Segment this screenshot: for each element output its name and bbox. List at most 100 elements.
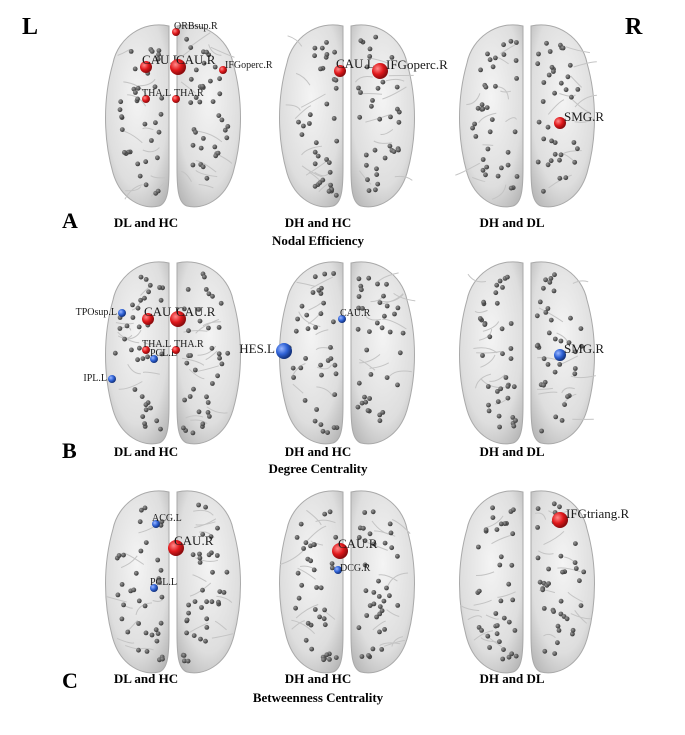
brain-node: [318, 362, 323, 368]
brain-node: [556, 628, 562, 633]
sulcus-line: [287, 35, 303, 47]
brain-node: [158, 297, 164, 303]
brain-node: [128, 49, 134, 54]
sulcus-line: [369, 362, 390, 369]
brain-node: [143, 159, 149, 165]
brain-node: [374, 320, 380, 326]
brain-node: [138, 548, 144, 554]
brain-node: [388, 114, 393, 120]
right-hemisphere: [530, 24, 595, 208]
brain-node: [560, 569, 565, 575]
brain-node: [400, 330, 406, 336]
brain-node: [200, 532, 206, 537]
brain-node: [540, 99, 546, 104]
brain-node: [552, 151, 558, 157]
comparison-caption: DL and HC: [113, 671, 179, 686]
brain-node: [374, 614, 379, 620]
brain-node: [534, 313, 540, 319]
brain-node: [544, 40, 549, 46]
brain-node: [320, 428, 326, 434]
sulcus-line: [208, 44, 222, 56]
sulcus-line: [574, 94, 597, 108]
brain-node: [182, 397, 187, 403]
sulcus-line: [188, 368, 205, 380]
brain-node: [356, 625, 362, 631]
brain-node: [193, 67, 199, 73]
brain-node: [322, 607, 327, 613]
sulcus-line: [365, 316, 382, 321]
brain-node: [367, 531, 373, 537]
brain-node: [124, 323, 130, 329]
brain-node: [548, 276, 554, 281]
brain-node: [206, 291, 212, 297]
brain-node: [541, 356, 547, 362]
sulcus-line: [308, 309, 323, 325]
brain-node: [332, 392, 338, 397]
sulcus-line: [127, 363, 141, 375]
brain-node: [142, 505, 148, 511]
brain-node: [541, 606, 547, 611]
brain-node: [299, 582, 305, 588]
brain-node: [356, 276, 362, 282]
sulcus-line: [354, 75, 373, 83]
brain-node: [212, 144, 218, 150]
brain-node: [387, 521, 393, 527]
brain-node: [381, 293, 386, 299]
sulcus-line: [573, 61, 597, 68]
brain-node: [210, 569, 215, 575]
sulcus-line: [455, 162, 481, 176]
brain-node: [490, 515, 496, 520]
brain-node: [154, 418, 160, 424]
brain-node: [501, 42, 506, 48]
brain-node: [130, 315, 136, 320]
brain-node: [535, 61, 541, 67]
brain-node: [190, 430, 196, 436]
brain-node: [572, 371, 578, 377]
brain-node: [119, 127, 125, 132]
node-label: IFGoperc.R: [225, 60, 273, 71]
node-label: SMG.R: [564, 109, 604, 124]
brain-node: [121, 602, 126, 608]
brain-node: [143, 630, 149, 636]
brain-node: [206, 552, 212, 558]
highlighted-node: [219, 66, 227, 74]
brain-node: [221, 590, 227, 595]
brain-node: [362, 394, 367, 400]
brain-node: [138, 274, 144, 280]
sulcus-line: [473, 347, 498, 354]
sulcus-line: [387, 572, 409, 587]
brain-node: [210, 99, 216, 104]
brain-node: [493, 55, 498, 61]
brain-node: [146, 289, 151, 295]
brain-node: [321, 657, 326, 663]
highlighted-node: [276, 343, 292, 359]
brain-node: [395, 603, 401, 608]
brain-node: [138, 297, 143, 303]
sulcus-line: [391, 519, 411, 534]
brain-node: [185, 287, 191, 292]
sulcus-line: [394, 175, 413, 181]
sulcus-line: [547, 99, 565, 115]
brain-node: [380, 79, 386, 85]
brain-node: [566, 340, 572, 345]
brain-node: [362, 510, 368, 515]
brain-node: [555, 623, 561, 629]
sulcus-line: [474, 309, 488, 314]
brain-node: [370, 98, 375, 103]
brain-node: [217, 355, 223, 361]
brain-node: [204, 49, 209, 55]
node-label: CAU.R: [176, 52, 216, 67]
brain-node: [505, 274, 510, 280]
brain-node: [539, 428, 544, 434]
sulcus-line: [198, 184, 214, 189]
sulcus-line: [120, 555, 138, 569]
brain-node: [215, 373, 220, 379]
brain-node: [379, 647, 385, 652]
brain-node: [481, 299, 486, 305]
brain-node: [581, 569, 587, 575]
brain-node: [140, 356, 146, 361]
brain-panel: SMG.R: [455, 24, 604, 208]
brain-node: [119, 114, 124, 120]
